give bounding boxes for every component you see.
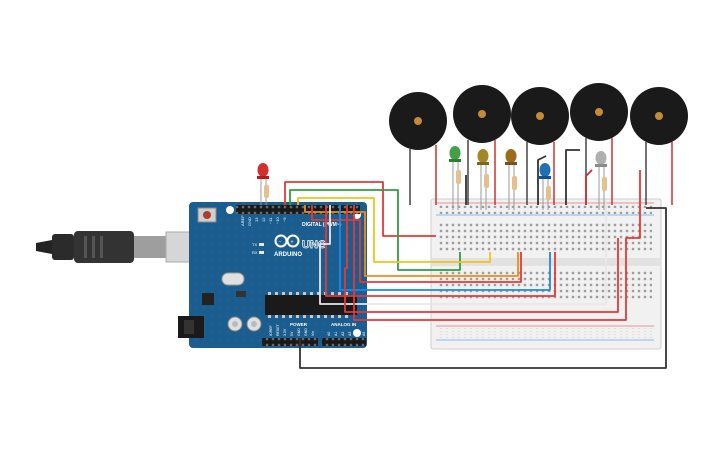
wire-red-5 bbox=[353, 170, 641, 321]
svg-text:5V: 5V bbox=[290, 331, 294, 336]
svg-text:A5: A5 bbox=[362, 332, 366, 336]
wire-black-2 bbox=[565, 149, 580, 205]
wire-red-2 bbox=[311, 205, 522, 283]
buzzer-5 bbox=[630, 87, 688, 205]
svg-text:IOREF: IOREF bbox=[269, 325, 273, 336]
wire-red-3 bbox=[325, 205, 556, 297]
wire-blue-1 bbox=[339, 205, 551, 291]
svg-text:GND: GND bbox=[304, 328, 308, 336]
led-red bbox=[257, 163, 269, 205]
arduino-logo-icon: − + bbox=[274, 234, 300, 248]
usb-cable-icon bbox=[36, 231, 199, 263]
arduino-board: AREF GND 13 12 ~11 ~10 ~9 DIGITAL (PWM~)… bbox=[178, 202, 367, 348]
svg-text:13: 13 bbox=[254, 217, 259, 222]
svg-text:~11: ~11 bbox=[268, 217, 273, 224]
rx-label: RX bbox=[252, 250, 258, 255]
tx-label: TX bbox=[252, 242, 257, 247]
buzzer-1 bbox=[389, 92, 447, 205]
digital-header-label: DIGITAL (PWM~) bbox=[302, 222, 342, 228]
wire-black-1 bbox=[299, 207, 667, 369]
wires bbox=[284, 149, 667, 369]
wire-black-3 bbox=[537, 155, 547, 205]
power-header-label: POWER bbox=[290, 322, 308, 327]
svg-text:12: 12 bbox=[261, 217, 266, 222]
wire-white-1 bbox=[319, 200, 607, 305]
led-olive bbox=[477, 149, 489, 210]
dc-jack-icon bbox=[178, 316, 204, 338]
wire-yellow-1 bbox=[297, 197, 491, 263]
wire-red-6 bbox=[585, 169, 593, 205]
svg-text:AREF: AREF bbox=[240, 215, 245, 226]
svg-text:A2: A2 bbox=[341, 332, 345, 336]
led-blue bbox=[539, 163, 551, 210]
analog-header-label: ANALOG IN bbox=[331, 322, 356, 327]
wire-red-4 bbox=[344, 205, 619, 313]
wire-orange-1 bbox=[304, 205, 519, 277]
buzzer-4 bbox=[570, 83, 628, 205]
wire-green-1 bbox=[289, 189, 461, 271]
svg-text:A0: A0 bbox=[327, 332, 331, 336]
svg-text:RESET: RESET bbox=[276, 323, 280, 336]
led-brown bbox=[505, 149, 517, 210]
svg-text:Vin: Vin bbox=[311, 331, 315, 336]
wire-red-1 bbox=[284, 181, 436, 237]
arduino-model: UNO bbox=[302, 239, 327, 251]
svg-text:GND: GND bbox=[297, 328, 301, 336]
buzzer-2 bbox=[453, 85, 511, 205]
svg-text:A3: A3 bbox=[348, 332, 352, 336]
arduino-logo-text: ARDUINO bbox=[274, 252, 302, 258]
svg-text:3.3V: 3.3V bbox=[283, 328, 287, 336]
svg-text:~9: ~9 bbox=[282, 217, 287, 222]
svg-text:~10: ~10 bbox=[275, 216, 280, 224]
reset-button-icon[interactable] bbox=[197, 207, 217, 223]
svg-text:A1: A1 bbox=[334, 332, 338, 336]
led-green bbox=[449, 146, 461, 210]
svg-text:A4: A4 bbox=[355, 332, 359, 336]
buzzer-3 bbox=[511, 87, 569, 205]
svg-text:−: − bbox=[279, 239, 282, 245]
svg-text:+: + bbox=[291, 240, 294, 246]
svg-text:GND: GND bbox=[247, 217, 252, 226]
led-white bbox=[595, 151, 607, 210]
